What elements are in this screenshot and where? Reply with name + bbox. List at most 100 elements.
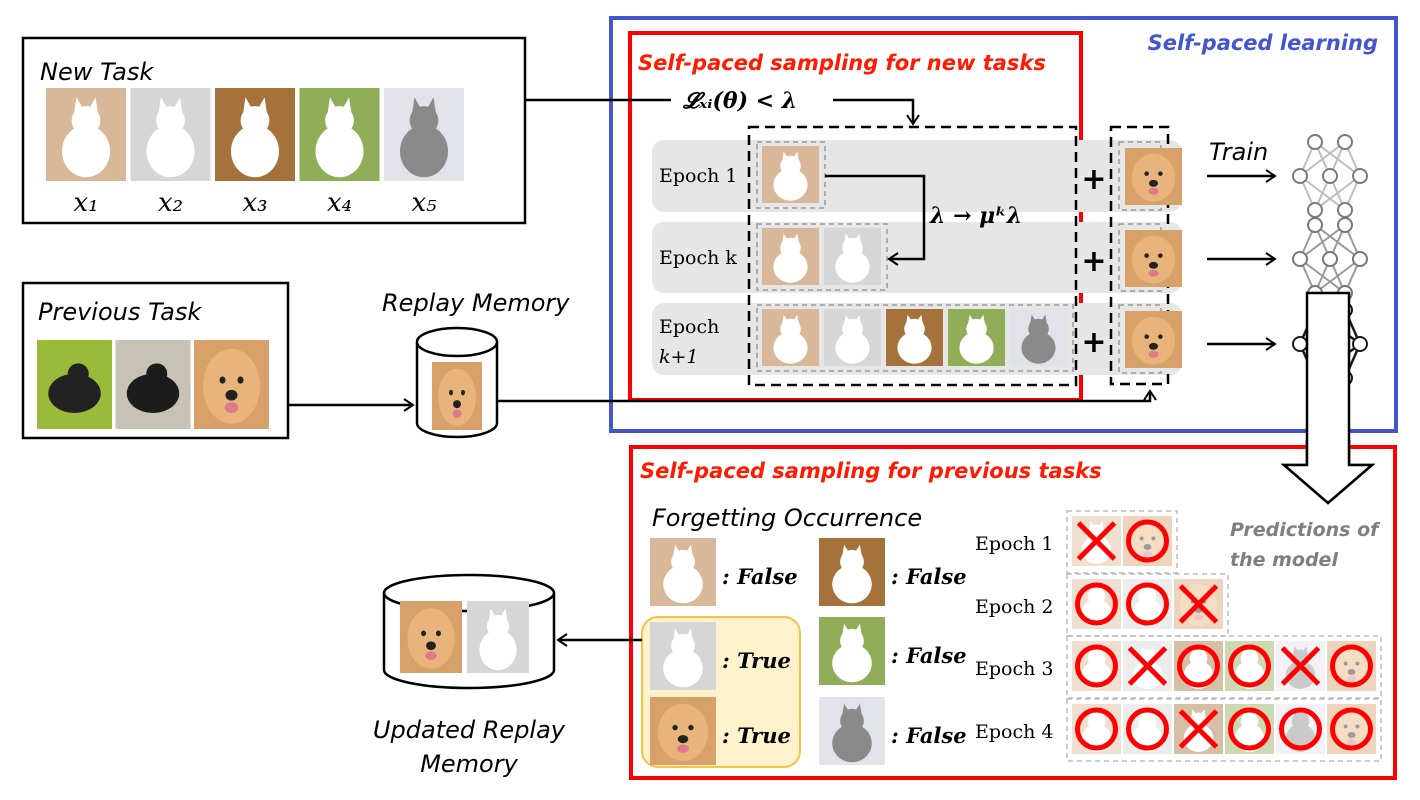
- correct-mark: [1228, 644, 1271, 688]
- plus-sign: +: [1081, 325, 1106, 360]
- eye-shape: [688, 724, 694, 731]
- epoch-sample-white-cat-2: [824, 228, 881, 285]
- cat-head-shape: [966, 318, 987, 340]
- eye-shape: [219, 376, 226, 384]
- cat-body-shape: [663, 565, 703, 604]
- prediction-epoch-label: Epoch 3: [975, 658, 1053, 680]
- correct-mark: [1075, 644, 1118, 688]
- network-node: [1352, 168, 1368, 184]
- nose-shape: [677, 735, 689, 744]
- network-edge: [1299, 224, 1346, 260]
- tongue-shape: [1148, 269, 1159, 277]
- epoch-label-line2: k+1: [659, 346, 699, 368]
- cat-head-shape: [325, 106, 354, 135]
- self-paced-learning-frame: [609, 16, 1398, 433]
- cat-head-shape: [780, 237, 801, 259]
- correct-mark: [1075, 707, 1118, 751]
- cat-ears-shape: [412, 97, 436, 115]
- prediction-image-golden-retriever: [1327, 641, 1376, 691]
- updated-memory-images: [400, 601, 529, 673]
- eye-shape: [1158, 253, 1163, 258]
- network-edge: [1299, 141, 1346, 177]
- dog-head-shape: [203, 348, 260, 424]
- cat-head-shape: [156, 106, 185, 135]
- cat-body-shape: [400, 125, 448, 178]
- new-sampling-title: Self-paced sampling for new tasks: [638, 51, 1046, 75]
- cat-head-shape: [780, 318, 801, 340]
- nose-shape: [1148, 342, 1159, 350]
- cat-head-shape: [840, 549, 864, 574]
- cat-head-shape: [240, 106, 270, 135]
- selected-samples-dashed-box: [747, 125, 1078, 387]
- cat-ears-shape: [158, 97, 183, 115]
- cat-ears-shape: [673, 628, 693, 642]
- cat-head-shape: [486, 615, 510, 638]
- updated-memory-label-line2: Memory: [420, 750, 518, 778]
- network-node: [1307, 217, 1323, 233]
- cat-body-shape: [146, 125, 195, 178]
- correct-mark: [1126, 582, 1169, 626]
- cat-body-shape: [773, 250, 808, 283]
- cat-body-shape: [897, 331, 932, 364]
- dog-head-shape: [657, 703, 709, 761]
- previous-sampling-title: Self-paced sampling for previous tasks: [640, 459, 1102, 483]
- plus-sign: +: [1081, 162, 1106, 197]
- network-node: [1292, 336, 1308, 352]
- cat-ears-shape: [967, 314, 986, 325]
- cat-body-shape: [959, 331, 994, 364]
- previous-task-image-3: [194, 340, 269, 429]
- forgetting-items: : False: False: True: False: True: False: [650, 538, 967, 765]
- epoch-sample-white-cat-4: [948, 309, 1005, 366]
- network-node: [1337, 134, 1353, 150]
- forgetting-value-false: : False: [891, 564, 967, 589]
- cat-body-shape: [62, 125, 110, 178]
- eye-shape: [237, 376, 244, 384]
- threshold-arrow: [833, 98, 920, 126]
- cat-head-shape: [904, 318, 925, 340]
- cat-body-shape: [773, 168, 808, 201]
- nose-shape: [225, 389, 238, 401]
- forgetting-image-tabby-cat: [819, 697, 885, 765]
- correct-mark: [1126, 707, 1169, 751]
- epoch-sample-white-cat-1: [762, 146, 819, 203]
- network-node: [1307, 202, 1323, 218]
- correct-mark: [1330, 707, 1373, 751]
- prediction-epoch-label: Epoch 4: [975, 721, 1053, 743]
- cat-ears-shape: [488, 608, 508, 622]
- cat-head-shape: [671, 549, 695, 574]
- replay-to-training-arrow-2: [604, 389, 1157, 403]
- eye-shape: [1144, 253, 1149, 258]
- forgetting-title: Forgetting Occurrence: [652, 504, 922, 532]
- epoch-sample-white-cat-2: [824, 309, 881, 366]
- eye-shape: [1158, 334, 1163, 339]
- epoch-sample-white-cat-1: [762, 228, 819, 285]
- dog-body-shape: [48, 373, 101, 413]
- new-task-image-1: [46, 88, 126, 181]
- new-task-image-4: [299, 88, 380, 181]
- epoch-label: Epoch: [659, 316, 719, 338]
- network-partially-trained: [1292, 217, 1368, 301]
- predictions-label-line1: Predictions of: [1230, 519, 1381, 541]
- previous-task-images: [37, 340, 269, 429]
- lambda-update-arrow: [825, 174, 926, 266]
- incorrect-mark: [1280, 646, 1321, 686]
- epoch-sample-tabby-cat: [1010, 309, 1067, 366]
- network-node: [1352, 336, 1368, 352]
- cat-head-shape: [1028, 318, 1049, 340]
- cat-body-shape: [1021, 331, 1056, 364]
- cat-body-shape: [832, 644, 872, 683]
- nose-shape: [453, 400, 461, 409]
- network-node: [1322, 168, 1338, 184]
- cat-body-shape: [231, 125, 279, 178]
- new-task-image-2: [130, 88, 211, 181]
- eye-shape: [461, 389, 465, 396]
- replay-sample-golden-retriever: [1125, 148, 1182, 205]
- tongue-shape: [224, 402, 239, 413]
- replay-sample-golden-retriever: [1125, 311, 1182, 368]
- selected-samples-box: [756, 304, 1074, 372]
- correct-mark: [1279, 707, 1322, 751]
- cat-ears-shape: [74, 97, 98, 115]
- new-task-image-5: [384, 88, 464, 181]
